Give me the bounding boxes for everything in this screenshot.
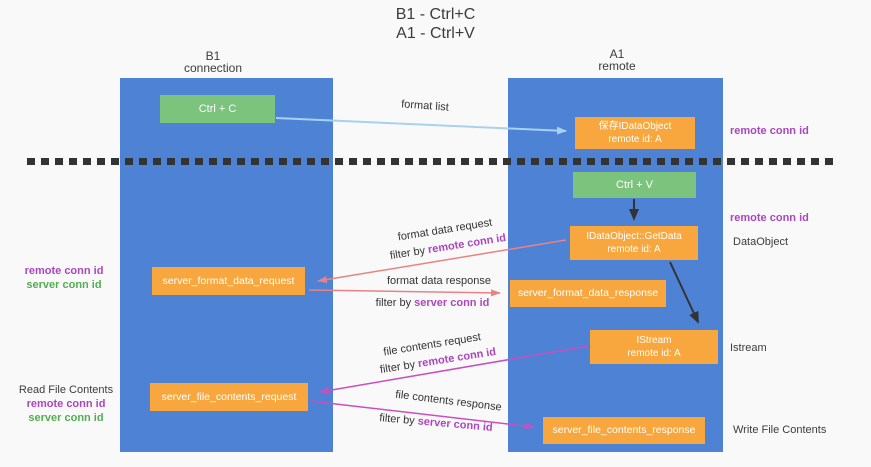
label-remote-conn-id-bottom-left: remote conn id [26,398,106,410]
node-format-request-label: server_format_data_request [162,274,295,287]
node-save-idataobject: 保存IDataObject remote id: A [575,117,695,149]
arrow-format-data-response [308,289,501,297]
diagram-title: B1 - Ctrl+C A1 - Ctrl+V [300,5,571,43]
node-istream: IStream remote id: A [590,330,718,364]
label-server-conn-id-bottom-left: server conn id [28,412,104,424]
node-save-line2: remote id: A [608,134,662,145]
node-getdata: IDataObject::GetData remote id: A [570,226,698,260]
label-group-conn-ids-left: remote conn id server conn id [10,264,118,292]
label-remote-conn-id-top-right: remote conn id [730,125,809,137]
title-line-1: B1 - Ctrl+C [395,6,476,23]
label-write-file-contents: Write File Contents [733,424,827,436]
node-getdata-line1: IDataObject::GetData [586,231,682,242]
node-istream-line1: IStream [636,335,672,346]
node-getdata-line2: remote id: A [607,244,661,255]
lifeline-a1-role: remote [598,59,636,73]
title-line-2: A1 - Ctrl+V [396,25,475,42]
node-ctrl-v: Ctrl + V [573,172,696,198]
label-read-file-contents: Read File Contents [18,384,114,396]
arrow-getdata-to-istream [669,261,699,324]
label-istream: Istream [730,342,767,354]
label-server-conn-id-left: server conn id [26,279,102,291]
label-dataobject: DataObject [733,236,789,248]
lifeline-header-a1: A1 remote [557,48,677,72]
lifeline-b1-name: B1 [205,49,221,63]
label-remote-conn-id-left: remote conn id [24,265,104,277]
node-server-file-contents-response: server_file_contents_response [543,417,705,444]
node-file-response-label: server_file_contents_response [552,424,696,436]
lifeline-a1-name: A1 [609,47,625,61]
node-istream-line2: remote id: A [627,348,681,359]
node-server-file-contents-request: server_file_contents_request [150,383,308,411]
node-ctrl-c: Ctrl + C [160,95,275,123]
filter-key-server-conn-id: server conn id [414,297,490,309]
lifeline-b1-role: connection [183,61,243,75]
node-save-line1: 保存IDataObject [598,121,672,132]
arrow-file-contents-request [319,345,589,394]
node-format-response-label: server_format_data_response [517,287,659,299]
label-remote-conn-id-mid-right: remote conn id [730,212,809,224]
edge-label-format-data-response-filter: filter by server conn id [375,297,490,309]
node-server-format-data-response: server_format_data_response [510,280,666,307]
node-file-request-label: server_file_contents_request [161,390,297,403]
node-ctrl-c-label: Ctrl + C [198,103,237,115]
arrow-format-list [275,117,567,135]
lifeline-header-b1: B1 connection [153,50,273,74]
dashed-separator [27,158,836,165]
node-server-format-data-request: server_format_data_request [152,267,305,295]
edge-label-format-data-response: format data response [387,275,491,287]
arrow-format-data-request [317,239,567,283]
arrow-file-contents-response [309,400,535,430]
label-group-read-file-contents: Read File Contents remote conn id server… [10,383,122,425]
node-ctrl-v-label: Ctrl + V [616,179,653,191]
filter-prefix: filter by [375,297,415,309]
